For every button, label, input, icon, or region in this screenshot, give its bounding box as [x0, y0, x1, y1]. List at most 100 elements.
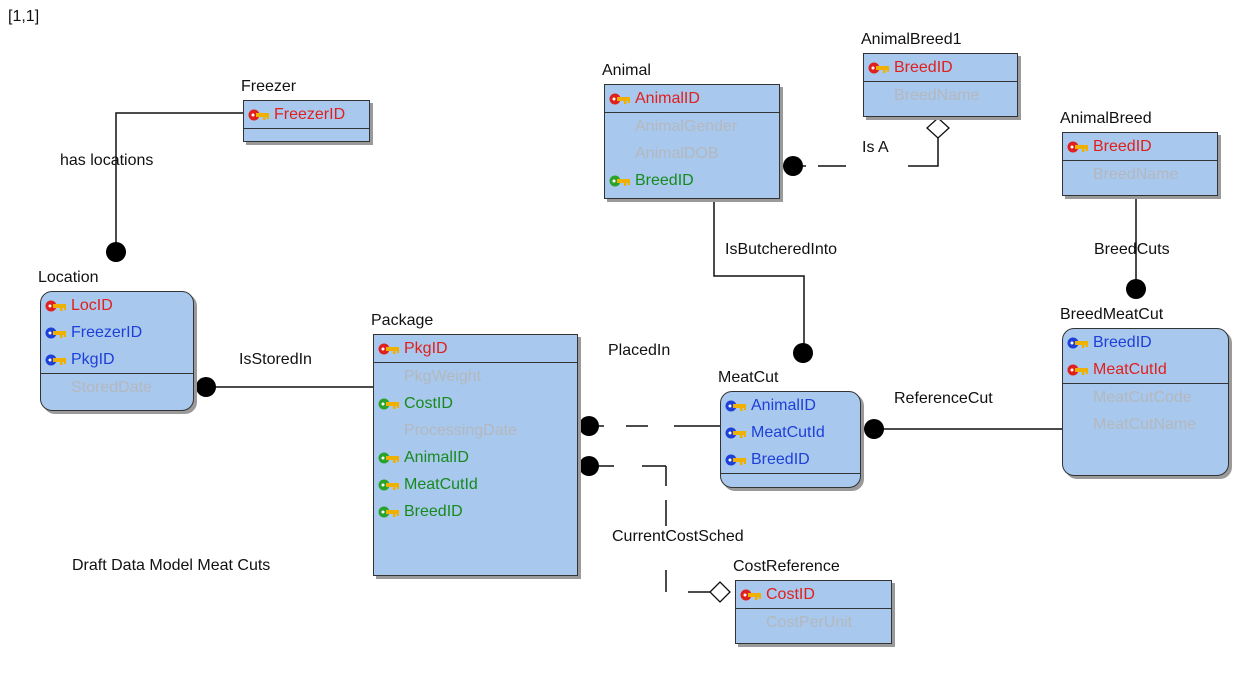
placed-in-endpoint — [579, 416, 599, 436]
attribute-row[interactable]: CostPerUnit — [736, 609, 891, 636]
attribute-section: BreedName — [1063, 161, 1217, 188]
is-a-diamond-icon — [926, 117, 950, 139]
reference-cut-endpoint — [864, 419, 884, 439]
attribute-name: PkgID — [71, 350, 115, 368]
pk-attribute[interactable]: FreezerID — [41, 319, 193, 346]
attribute-name: PkgWeight — [404, 367, 482, 385]
pk-attribute[interactable]: PkgID — [41, 346, 193, 373]
pk-attribute[interactable]: FreezerID — [244, 101, 369, 128]
attribute-row[interactable]: BreedID — [605, 167, 779, 194]
attribute-row[interactable]: AnimalGender — [605, 113, 779, 140]
attribute-name: AnimalGender — [635, 117, 738, 135]
primary-key-section: PkgID — [374, 335, 577, 363]
entity-title: AnimalBreed1 — [861, 31, 962, 48]
attribute-name: MeatCutCode — [1093, 388, 1192, 406]
attribute-row[interactable]: BreedID — [374, 498, 577, 525]
entity-title: AnimalBreed — [1060, 110, 1152, 127]
entity-title: Location — [38, 269, 99, 286]
diagram-caption: Draft Data Model Meat Cuts — [72, 557, 271, 574]
attribute-row[interactable]: ProcessingDate — [374, 417, 577, 444]
pk-attribute[interactable]: BreedID — [864, 54, 1017, 81]
attribute-name: LocID — [71, 296, 113, 314]
entity-title: Freezer — [241, 78, 297, 95]
attribute-row[interactable]: MeatCutCode — [1063, 384, 1228, 411]
pk-attribute[interactable]: AnimalID — [605, 85, 779, 112]
pk-attribute[interactable]: AnimalID — [721, 392, 860, 419]
attribute-name: BreedName — [894, 86, 980, 104]
has-locations-endpoint — [106, 242, 126, 262]
attribute-row[interactable]: MeatCutName — [1063, 411, 1228, 438]
pk-attribute[interactable]: MeatCutId — [1063, 356, 1228, 383]
attribute-row[interactable]: AnimalID — [374, 444, 577, 471]
attribute-row[interactable]: BreedName — [1063, 161, 1217, 188]
red-key-icon — [740, 589, 761, 600]
red-key-icon — [45, 300, 66, 311]
green-key-icon — [378, 452, 399, 463]
pk-attribute[interactable]: CostID — [736, 581, 891, 608]
green-key-icon — [609, 175, 630, 186]
has-locations-line — [115, 112, 243, 248]
is-a-label: Is A — [862, 139, 889, 156]
entity-box: BreedID BreedName — [863, 53, 1018, 117]
attribute-name: MeatCutName — [1093, 415, 1197, 433]
attribute-name: MeatCutId — [404, 475, 478, 493]
attribute-name: BreedName — [1093, 165, 1179, 183]
attribute-row[interactable]: StoredDate — [41, 374, 193, 401]
blue-key-icon — [45, 327, 66, 338]
primary-key-section: BreedID — [864, 54, 1017, 82]
pk-attribute[interactable]: BreedID — [721, 446, 860, 473]
is-butchered-into-endpoint — [793, 343, 813, 363]
red-key-icon — [1067, 141, 1088, 152]
attribute-name: BreedID — [1093, 137, 1152, 155]
pk-attribute[interactable]: BreedID — [1063, 133, 1217, 160]
primary-key-section: BreedID — [1063, 133, 1217, 161]
reference-cut-label: ReferenceCut — [894, 390, 993, 407]
attribute-name: StoredDate — [71, 378, 152, 396]
attribute-name: PkgID — [404, 339, 448, 357]
has-locations-label: has locations — [60, 152, 154, 169]
red-key-icon — [609, 93, 630, 104]
blue-key-icon — [725, 400, 746, 411]
placed-in-label: PlacedIn — [608, 342, 671, 359]
attribute-name: FreezerID — [71, 323, 143, 341]
attribute-row[interactable]: PkgWeight — [374, 363, 577, 390]
current-cost-sched-endpoint — [579, 456, 599, 476]
pk-attribute[interactable]: PkgID — [374, 335, 577, 362]
is-a-endpoint — [783, 156, 803, 176]
attribute-section: BreedName — [864, 82, 1017, 109]
attribute-row[interactable]: CostID — [374, 390, 577, 417]
red-key-icon — [868, 62, 889, 73]
green-key-icon — [378, 398, 399, 409]
pk-attribute[interactable]: MeatCutId — [721, 419, 860, 446]
attribute-name: AnimalID — [751, 396, 816, 414]
attribute-name: BreedID — [751, 450, 810, 468]
attribute-row[interactable]: BreedName — [864, 82, 1017, 109]
attribute-name: MeatCutId — [751, 423, 825, 441]
primary-key-section: AnimalID — [605, 85, 779, 113]
green-key-icon — [378, 479, 399, 490]
red-key-icon — [1067, 364, 1088, 375]
entity-box: FreezerID — [243, 100, 370, 142]
attribute-name: CostID — [766, 585, 815, 603]
attribute-row[interactable]: AnimalDOB — [605, 140, 779, 167]
attribute-row[interactable]: MeatCutId — [374, 471, 577, 498]
pk-attribute[interactable]: LocID — [41, 292, 193, 319]
blue-key-icon — [1067, 337, 1088, 348]
pk-attribute[interactable]: BreedID — [1063, 329, 1228, 356]
